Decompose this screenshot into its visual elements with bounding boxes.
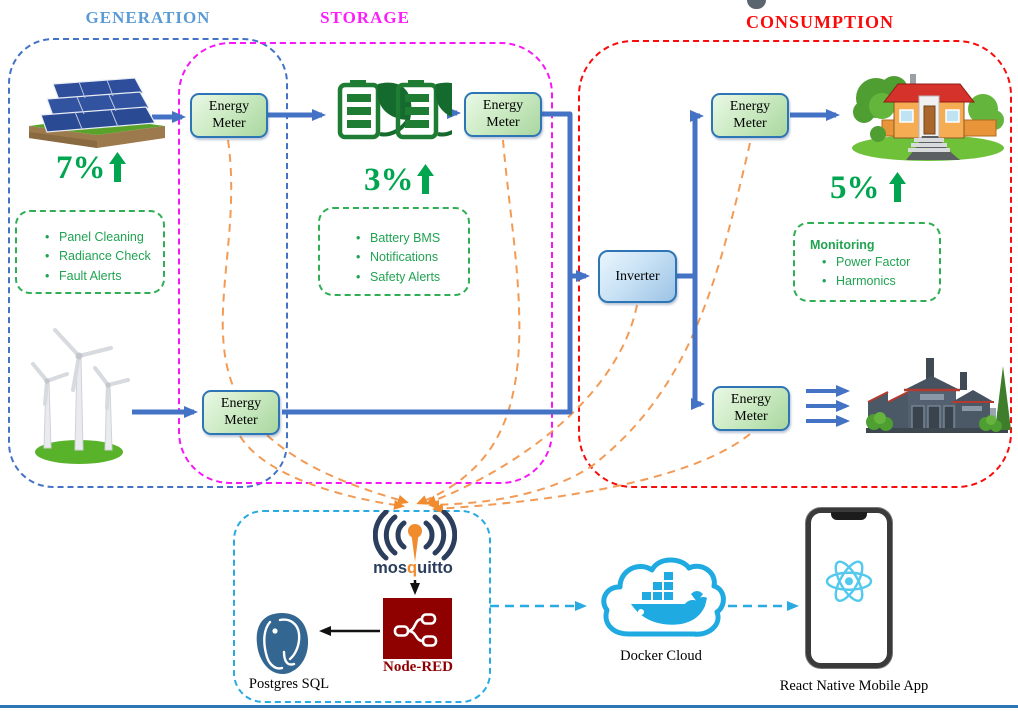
mosquitto-label: mosquitto	[373, 559, 453, 577]
react-logo-icon	[825, 560, 873, 602]
consumption-monitoring-box: Monitoring Power Factor Harmonics	[793, 222, 941, 302]
up-arrow-icon	[416, 164, 434, 194]
solar-panels-image	[29, 77, 165, 148]
checklist-item: Power Factor	[822, 253, 939, 273]
mobile-phone-frame	[806, 508, 892, 668]
checklist-item: Panel Cleaning	[45, 228, 163, 248]
docker-label: Docker Cloud	[620, 648, 702, 664]
monitoring-title: Monitoring	[810, 238, 875, 252]
nodered-box	[383, 598, 452, 659]
nodered-label: Node-RED	[383, 659, 453, 675]
checklist-item: Safety Alerts	[356, 268, 468, 288]
wind-turbines-image	[31, 328, 130, 464]
react-label: React Native Mobile App	[779, 678, 929, 694]
checklist-item: Fault Alerts	[45, 267, 163, 287]
storage-title: STORAGE	[320, 8, 410, 27]
mosquitto-logo-icon	[373, 510, 457, 562]
inverter-box: Inverter	[598, 250, 677, 303]
consumption-gain-badge: 5%	[830, 170, 906, 207]
docker-cloud-icon	[601, 557, 726, 637]
consumption-title: CONSUMPTION	[745, 12, 894, 32]
generation-checklist: Panel Cleaning Radiance Check Fault Aler…	[15, 210, 165, 294]
generation-title: GENERATION	[85, 8, 211, 27]
bottom-divider-line	[0, 705, 1018, 708]
postgres-logo-icon	[256, 613, 309, 674]
storage-gain-badge: 3%	[364, 162, 434, 199]
checklist-item: Battery BMS	[356, 229, 468, 249]
phone-notch	[831, 512, 867, 520]
postgres-label: Postgres SQL	[248, 676, 330, 692]
storage-checklist: Battery BMS Notifications Safety Alerts	[318, 207, 470, 296]
factory-image	[866, 358, 1011, 433]
window-artifact	[747, 0, 766, 9]
battery-storage-icon	[337, 80, 452, 140]
nodered-flow-icon	[393, 612, 437, 647]
up-arrow-icon	[888, 172, 906, 202]
up-arrow-icon	[108, 152, 126, 182]
checklist-item: Harmonics	[822, 272, 939, 292]
checklist-item: Radiance Check	[45, 247, 163, 267]
checklist-item: Notifications	[356, 248, 468, 268]
generation-gain-badge: 7%	[56, 150, 126, 187]
house-image	[852, 74, 1004, 161]
